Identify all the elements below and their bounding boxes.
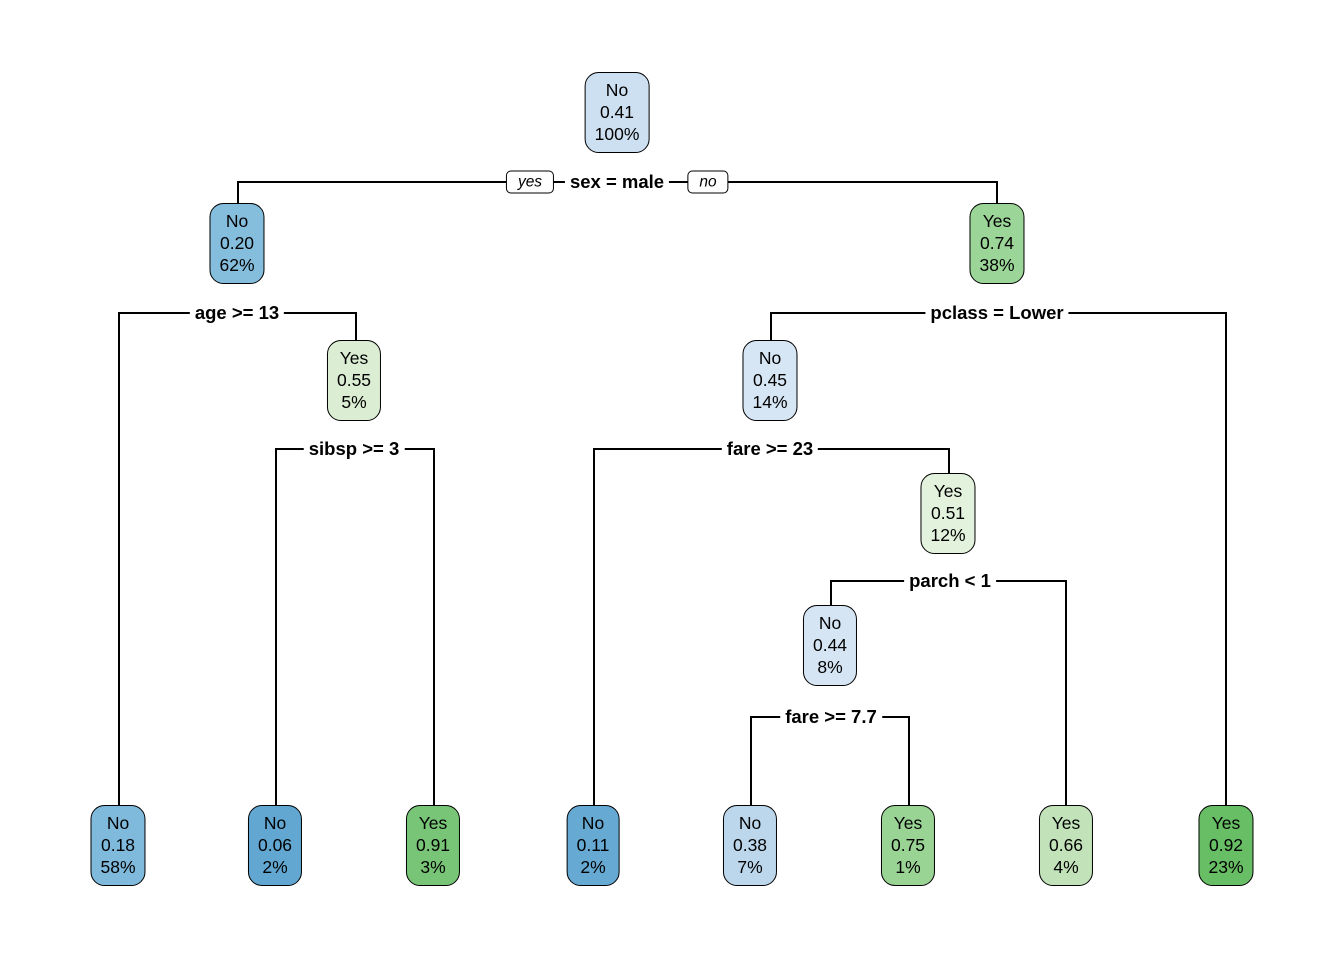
node-probability: 0.91 — [415, 835, 451, 855]
leaf-node-1: No 0.18 58% — [90, 805, 146, 886]
edge — [118, 312, 120, 805]
split-label-sex: sex = male — [564, 171, 670, 193]
node-class-label: Yes — [1211, 813, 1241, 833]
node-probability: 0.18 — [100, 835, 136, 855]
node-probability: 0.75 — [890, 835, 926, 855]
edge — [1225, 312, 1227, 805]
node-class-label: No — [758, 348, 782, 368]
node-probability: 0.45 — [752, 370, 788, 390]
edge — [355, 312, 357, 340]
edge — [948, 448, 950, 473]
edge — [770, 312, 772, 340]
edge — [750, 716, 752, 805]
node-class-label: Yes — [418, 813, 448, 833]
node-class-label: Yes — [982, 211, 1012, 231]
tree-node-male-child: Yes 0.55 5% — [326, 340, 382, 421]
node-percentage: 14% — [752, 392, 788, 412]
leaf-node-6: Yes 0.75 1% — [880, 805, 936, 886]
node-class-label: No — [605, 80, 629, 100]
leaf-node-2: No 0.06 2% — [247, 805, 303, 886]
node-percentage: 5% — [341, 392, 367, 412]
leaf-node-4: No 0.11 2% — [566, 805, 620, 886]
split-label-age: age >= 13 — [189, 302, 285, 324]
branch-badge-no: no — [687, 170, 729, 194]
node-class-label: No — [106, 813, 130, 833]
tree-node-fare-lt-23: Yes 0.51 12% — [920, 473, 976, 554]
tree-node-male: No 0.20 62% — [209, 203, 265, 284]
split-label-pclass: pclass = Lower — [925, 302, 1069, 324]
node-probability: 0.38 — [732, 835, 768, 855]
split-label-fare23: fare >= 23 — [721, 438, 819, 460]
edge — [996, 181, 998, 203]
leaf-node-8: Yes 0.92 23% — [1198, 805, 1254, 886]
node-probability: 0.06 — [257, 835, 293, 855]
node-probability: 0.92 — [1208, 835, 1244, 855]
node-percentage: 23% — [1208, 857, 1244, 877]
node-class-label: No — [738, 813, 762, 833]
node-class-label: Yes — [933, 481, 963, 501]
edge — [830, 580, 832, 605]
edge — [593, 448, 595, 805]
node-percentage: 7% — [737, 857, 763, 877]
split-label-fare77: fare >= 7.7 — [780, 706, 882, 728]
node-class-label: Yes — [1051, 813, 1081, 833]
split-label-sibsp: sibsp >= 3 — [303, 438, 405, 460]
edge — [1065, 580, 1067, 805]
node-percentage: 62% — [219, 255, 255, 275]
branch-badge-yes: yes — [505, 170, 555, 194]
tree-node-root: No 0.41 100% — [584, 72, 650, 153]
node-percentage: 8% — [817, 657, 843, 677]
node-probability: 0.20 — [219, 233, 255, 253]
node-class-label: No — [263, 813, 287, 833]
node-probability: 0.11 — [576, 835, 610, 855]
leaf-node-3: Yes 0.91 3% — [405, 805, 461, 886]
node-class-label: Yes — [893, 813, 923, 833]
node-class-label: No — [581, 813, 605, 833]
node-percentage: 12% — [930, 525, 966, 545]
leaf-node-7: Yes 0.66 4% — [1038, 805, 1094, 886]
edge — [433, 448, 435, 805]
node-class-label: No — [818, 613, 842, 633]
node-probability: 0.51 — [930, 503, 966, 523]
node-probability: 0.66 — [1048, 835, 1084, 855]
tree-node-parch-lt-1: No 0.44 8% — [802, 605, 858, 686]
edge — [275, 448, 277, 805]
node-percentage: 38% — [979, 255, 1015, 275]
tree-node-female-lower: No 0.45 14% — [742, 340, 798, 421]
edge — [908, 716, 910, 805]
node-percentage: 4% — [1053, 857, 1079, 877]
node-percentage: 100% — [594, 124, 640, 144]
node-percentage: 2% — [580, 857, 606, 877]
tree-node-female: Yes 0.74 38% — [969, 203, 1025, 284]
node-percentage: 1% — [895, 857, 921, 877]
node-probability: 0.55 — [336, 370, 372, 390]
node-percentage: 3% — [420, 857, 446, 877]
node-percentage: 2% — [262, 857, 288, 877]
node-probability: 0.44 — [812, 635, 848, 655]
node-percentage: 58% — [100, 857, 136, 877]
leaf-node-5: No 0.38 7% — [722, 805, 778, 886]
node-class-label: No — [225, 211, 249, 231]
node-probability: 0.41 — [599, 102, 635, 122]
node-class-label: Yes — [339, 348, 369, 368]
node-probability: 0.74 — [979, 233, 1015, 253]
split-label-parch: parch < 1 — [904, 570, 996, 592]
edge — [237, 181, 239, 203]
